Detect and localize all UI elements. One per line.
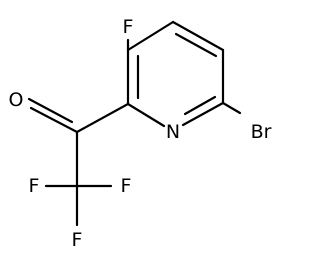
atom-label-bromo: Br xyxy=(251,121,272,143)
bond-c6-n xyxy=(181,101,225,127)
atom-label-cf3-f-bottom: F xyxy=(72,229,83,251)
bond-c2-carbonyl xyxy=(75,102,130,134)
molecule-structure: F N Br O F F F xyxy=(9,16,272,251)
structure-canvas: F N Br O F F F xyxy=(9,16,272,251)
atom-label-nitrogen: N xyxy=(166,121,180,143)
bond-c3-c4 xyxy=(126,20,175,52)
bond-carbonyl-o-2 xyxy=(27,97,74,124)
bond-carbonyl-o-1 xyxy=(29,106,79,134)
atom-label-cf3-f-right: F xyxy=(121,175,132,197)
bond-c6-br xyxy=(221,101,242,115)
bond-c4-c5-inner xyxy=(174,32,218,58)
bond-c6-n-inner xyxy=(183,95,217,116)
bond-c4-c5 xyxy=(171,20,225,52)
atom-label-cf3-f-left: F xyxy=(29,175,40,197)
atom-label-carbonyl-oxygen: O xyxy=(9,89,24,111)
atom-label-fluoro-ring: F xyxy=(123,16,134,38)
bond-n-c2 xyxy=(126,102,166,128)
